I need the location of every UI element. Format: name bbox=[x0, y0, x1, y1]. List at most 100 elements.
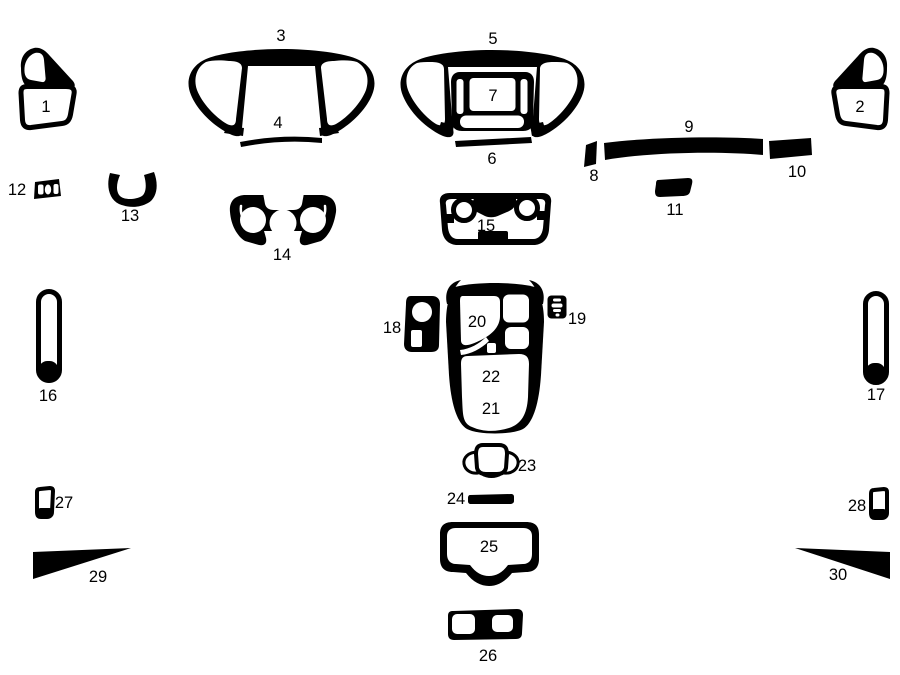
part-28-shape bbox=[869, 487, 889, 520]
console-lower-switch-window bbox=[505, 327, 529, 349]
part-30-wedge bbox=[795, 548, 890, 579]
part-21-label: 21 bbox=[482, 400, 500, 418]
part-14-right-knob bbox=[300, 207, 326, 233]
part-4-label: 4 bbox=[273, 114, 282, 132]
part-15-shape bbox=[439, 193, 552, 245]
part-13-shape bbox=[108, 172, 157, 207]
part-14-label: 14 bbox=[273, 246, 291, 264]
part-15-left-vent bbox=[451, 197, 477, 223]
part-25-shape bbox=[440, 522, 539, 586]
part-6-label: 6 bbox=[487, 150, 496, 168]
console-right-horn bbox=[529, 280, 544, 304]
part-5-right-foot bbox=[530, 122, 546, 136]
part-18-shape bbox=[404, 296, 440, 352]
part-8-label: 8 bbox=[589, 167, 598, 185]
part-14-left-accent-line bbox=[239, 204, 249, 224]
part-16-shape bbox=[36, 289, 62, 383]
part-19-bar-2 bbox=[551, 303, 563, 308]
part-3-right-foot bbox=[319, 126, 339, 136]
part-23-bottom-band bbox=[481, 472, 502, 478]
part-5-shape bbox=[400, 50, 585, 138]
part-1-shape bbox=[18, 47, 77, 131]
part-3-right-wing bbox=[321, 60, 368, 126]
part-23-shape bbox=[462, 443, 520, 478]
part-16-label: 16 bbox=[39, 387, 57, 405]
part-18-label: 18 bbox=[383, 319, 401, 337]
part-14-shape bbox=[229, 193, 337, 246]
part-25-window bbox=[447, 528, 532, 576]
part-19-shape bbox=[547, 295, 567, 319]
part-24-strip bbox=[468, 494, 514, 504]
part-15-center-tab bbox=[472, 196, 516, 218]
part-22-label: 22 bbox=[482, 368, 500, 386]
part-12-label: 12 bbox=[8, 181, 26, 199]
part-3-left-foot bbox=[224, 126, 244, 136]
part-25-label: 25 bbox=[480, 538, 498, 556]
part-5-bezel bbox=[400, 50, 585, 138]
part-26-shape bbox=[448, 609, 523, 640]
part-2-lower-window bbox=[831, 84, 890, 131]
part-27-bottom-band bbox=[37, 508, 53, 516]
part-12-slot-2 bbox=[44, 184, 52, 195]
part-12-slot-1 bbox=[38, 184, 44, 195]
part-30-label: 30 bbox=[829, 566, 847, 584]
part-10-strip bbox=[769, 138, 812, 159]
part-11-piece bbox=[655, 178, 693, 197]
part-23-center bbox=[474, 443, 509, 476]
part-27-label: 27 bbox=[55, 494, 73, 512]
part-17-bottom-band bbox=[865, 363, 886, 382]
part-19-bar-1 bbox=[553, 298, 561, 302]
part-15-label: 15 bbox=[477, 217, 495, 235]
console-diagonal-sliver bbox=[460, 337, 489, 355]
part-29-label: 29 bbox=[89, 568, 107, 586]
part-20-label: 20 bbox=[468, 313, 486, 331]
part-3-label: 3 bbox=[276, 27, 285, 45]
part-1-lower-window bbox=[18, 84, 77, 131]
part-12-shape bbox=[34, 179, 61, 199]
part-1-label: 1 bbox=[41, 98, 50, 116]
part-9-strip bbox=[604, 137, 763, 160]
part-7-shape bbox=[451, 72, 534, 131]
part-3-left-wing bbox=[195, 60, 242, 126]
part-14-left-knob bbox=[240, 207, 266, 233]
part-4-strip bbox=[240, 136, 322, 147]
part-5-label: 5 bbox=[488, 30, 497, 48]
part-28-bottom-band bbox=[871, 509, 887, 517]
part-26-right-window bbox=[492, 615, 513, 632]
part-22-21-window bbox=[461, 354, 529, 431]
part-16-bottom-band bbox=[38, 361, 59, 380]
part-15-left-tab bbox=[446, 214, 454, 223]
part-3-shape bbox=[188, 49, 375, 137]
part-7-bottom-pill bbox=[460, 115, 524, 128]
part-10-label: 10 bbox=[788, 163, 806, 181]
part-6-strip bbox=[455, 137, 532, 147]
part-17-label: 17 bbox=[867, 386, 885, 404]
part-29-wedge bbox=[33, 548, 131, 579]
part-19-dot bbox=[555, 313, 560, 317]
part-20-shifter-window bbox=[460, 296, 500, 346]
part-2-upper-window bbox=[862, 52, 884, 83]
part-2-shape bbox=[831, 47, 890, 131]
part-18-knob bbox=[412, 302, 432, 322]
part-19-label: 19 bbox=[568, 310, 586, 328]
part-27-shape bbox=[35, 486, 55, 519]
part-2-label: 2 bbox=[855, 98, 864, 116]
part-20-21-22-shape bbox=[446, 280, 544, 434]
part-17-outline bbox=[863, 291, 889, 385]
part-24-label: 24 bbox=[447, 490, 465, 508]
part-11-label: 11 bbox=[666, 201, 683, 219]
part-9-label: 9 bbox=[684, 118, 693, 136]
part-5-left-foot bbox=[438, 122, 454, 136]
part-26-left-window bbox=[452, 614, 475, 634]
part-26-label: 26 bbox=[479, 647, 497, 665]
part-23-label: 23 bbox=[518, 457, 536, 475]
part-12-slot-3 bbox=[53, 184, 59, 194]
part-5-left-wing bbox=[406, 62, 445, 126]
part-16-outline bbox=[36, 289, 62, 383]
part-7-left-slot bbox=[456, 79, 464, 114]
part-15-right-vent bbox=[514, 195, 540, 221]
part-5-right-wing bbox=[539, 62, 578, 126]
part-15-right-tab bbox=[537, 211, 545, 220]
